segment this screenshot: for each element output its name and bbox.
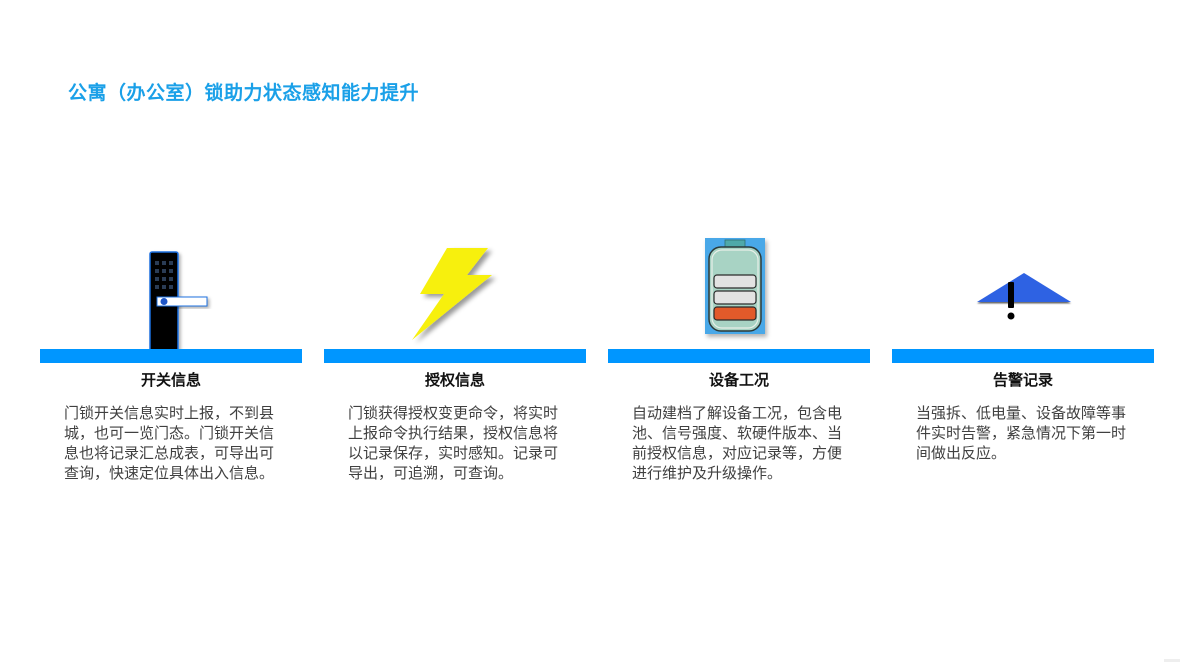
feature-description: 门锁获得授权变更命令，将实时上报命令执行结果，授权信息将以记录保存，实时感知。记… [348,404,559,482]
door-lock-icon [40,230,302,350]
feature-card-device-status: 设备工况 自动建档了解设备工况，包含电池、信号强度、软硬件版本、当前授权信息，对… [608,0,870,666]
feature-heading: 授权信息 [424,371,485,389]
section-divider-bar [608,349,870,363]
feature-heading: 设备工况 [708,371,769,389]
feature-card-authorization: 授权信息 门锁获得授权变更命令，将实时上报命令执行结果，授权信息将以记录保存，实… [324,0,586,666]
feature-heading: 开关信息 [140,371,201,389]
warning-icon [892,230,1154,350]
battery-icon [608,230,870,350]
feature-description: 门锁开关信息实时上报，不到县城，也可一览门态。门锁开关信息也将记录汇总成表，可导… [64,404,275,482]
section-divider-bar [892,349,1154,363]
section-divider-bar [324,349,586,363]
section-divider-bar [40,349,302,363]
watermark [1164,659,1180,662]
feature-card-open-close: 开关信息 门锁开关信息实时上报，不到县城，也可一览门态。门锁开关信息也将记录汇总… [40,0,302,666]
feature-heading: 告警记录 [992,371,1053,389]
lightning-bolt-icon [324,230,586,350]
feature-description: 自动建档了解设备工况，包含电池、信号强度、软硬件版本、当前授权信息，对应记录等，… [632,404,843,482]
feature-description: 当强拆、低电量、设备故障等事件实时告警，紧急情况下第一时间做出反应。 [916,404,1127,462]
page-title: 公寓（办公室）锁助力状态感知能力提升 [68,82,420,104]
feature-card-alarm-records: 告警记录 当强拆、低电量、设备故障等事件实时告警，紧急情况下第一时间做出反应。 [892,0,1154,666]
